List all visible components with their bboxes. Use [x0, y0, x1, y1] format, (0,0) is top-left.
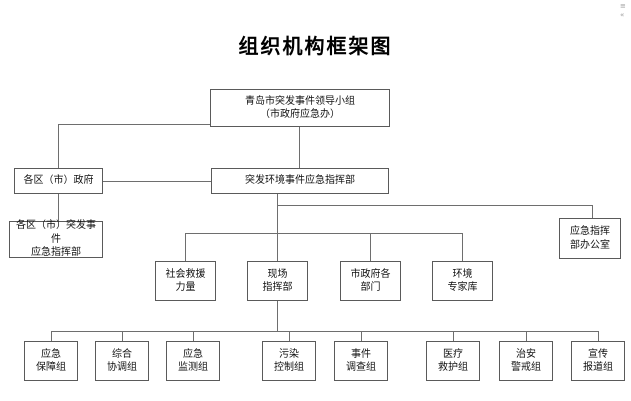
edge-drop-n10 [51, 331, 52, 342]
edge-drop-n11 [122, 331, 123, 342]
edge-drop-n9 [462, 233, 463, 262]
edge-n1-to-left-branch [58, 124, 211, 125]
node-leadership-group[interactable]: 青岛市突发事件领导小组 （市政府应急办） [210, 89, 390, 127]
edge-n1-down-stub [299, 127, 300, 169]
edge-drop-n12 [193, 331, 194, 342]
edge-left-branch-down [58, 124, 59, 169]
edge-n2-to-n4 [58, 194, 59, 222]
node-hq-office[interactable]: 应急指挥 部办公室 [559, 218, 621, 259]
node-public-security-group[interactable]: 治安 警戒组 [499, 341, 553, 381]
edge-n3-trunk-down [277, 194, 278, 234]
edge-n3-to-office [277, 205, 593, 206]
node-environmental-emergency-hq[interactable]: 突发环境事件应急指挥部 [211, 168, 389, 194]
edge-drop-n14 [361, 331, 362, 342]
edge-drop-n7 [277, 233, 278, 262]
node-onsite-command[interactable]: 现场 指挥部 [247, 261, 308, 301]
edge-drop-n16 [526, 331, 527, 342]
edge-drop-n6 [185, 233, 186, 262]
node-medical-rescue-group[interactable]: 医疗 救护组 [426, 341, 480, 381]
page-title: 组织机构框架图 [238, 34, 393, 58]
edge-drop-n13 [289, 331, 290, 342]
node-emergency-support-group[interactable]: 应急 保障组 [24, 341, 78, 381]
node-emergency-monitoring-group[interactable]: 应急 监测组 [166, 341, 220, 381]
edge-drop-n17 [598, 331, 599, 342]
edge-drop-n15 [453, 331, 454, 342]
node-district-emergency-hq[interactable]: 各区（市）突发事件 应急指挥部 [9, 220, 103, 258]
node-environment-expert-pool[interactable]: 环境 专家库 [432, 261, 493, 301]
node-publicity-group[interactable]: 宣传 报道组 [571, 341, 625, 381]
node-social-rescue-force[interactable]: 社会救援 力量 [155, 261, 216, 301]
node-pollution-control-group[interactable]: 污染 控制组 [262, 341, 316, 381]
node-municipal-departments[interactable]: 市政府各 部门 [340, 261, 401, 301]
node-district-government[interactable]: 各区（市）政府 [14, 168, 103, 194]
edge-level3-bus [185, 233, 463, 234]
edge-drop-n8 [370, 233, 371, 262]
node-incident-investigation-group[interactable]: 事件 调查组 [334, 341, 388, 381]
edge-n2-to-n3 [102, 181, 212, 182]
edge-office-down [592, 205, 593, 219]
edge-level4-bus [51, 331, 598, 332]
edge-n7-trunk-down [277, 301, 278, 332]
scan-artifact-mark: ≡ « [620, 2, 626, 19]
node-coordination-group[interactable]: 综合 协调组 [95, 341, 149, 381]
